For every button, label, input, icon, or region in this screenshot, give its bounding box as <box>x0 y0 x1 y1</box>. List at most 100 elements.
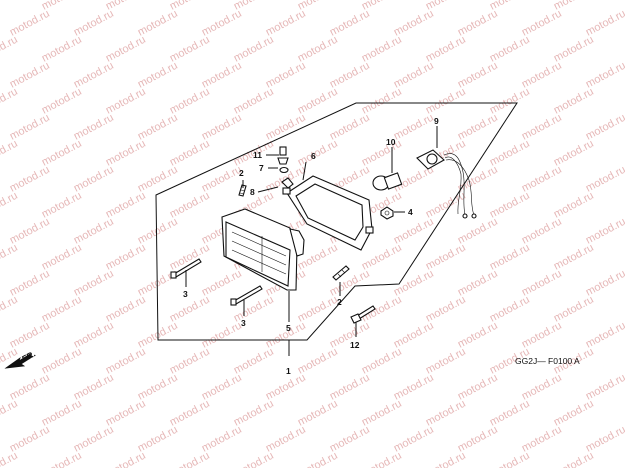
watermark-text: motod.ru <box>520 112 564 143</box>
watermark-text: motod.ru <box>200 424 244 455</box>
watermark-text: motod.ru <box>0 86 20 117</box>
watermark-text: motod.ru <box>264 8 308 39</box>
callout-7: 7 <box>259 163 264 173</box>
watermark-text: motod.ru <box>8 424 52 455</box>
watermark-text: motod.ru <box>488 450 532 468</box>
watermark-text: motod.ru <box>392 112 436 143</box>
callout-8: 8 <box>250 187 255 197</box>
callout-12: 12 <box>350 340 360 350</box>
watermark-text: motod.ru <box>520 60 564 91</box>
watermark-text: motod.ru <box>552 294 596 325</box>
watermark-text: motod.ru <box>360 294 404 325</box>
watermark-text: motod.ru <box>520 320 564 351</box>
watermark-text: motod.ru <box>488 138 532 169</box>
callout-2-upper: 2 <box>239 168 244 178</box>
watermark-text: motod.ru <box>72 8 116 39</box>
watermark-text: motod.ru <box>520 216 564 247</box>
watermark-text: motod.ru <box>264 112 308 143</box>
callout-3-mid: 3 <box>241 318 246 328</box>
watermark-text: motod.ru <box>200 372 244 403</box>
watermark-text: motod.ru <box>488 294 532 325</box>
watermark-text: motod.ru <box>40 34 84 65</box>
watermark-text: motod.ru <box>136 112 180 143</box>
watermark-text: motod.ru <box>488 86 532 117</box>
watermark-text: motod.ru <box>328 8 372 39</box>
watermark-text: motod.ru <box>136 8 180 39</box>
screw-mid-3 <box>230 285 263 306</box>
watermark-text: motod.ru <box>168 138 212 169</box>
watermark-text: motod.ru <box>328 268 372 299</box>
watermark-text: motod.ru <box>328 372 372 403</box>
watermark-text: motod.ru <box>200 320 244 351</box>
watermark-text: motod.ru <box>40 450 84 468</box>
watermark-text: motod.ru <box>8 8 52 39</box>
watermark-text: motod.ru <box>520 268 564 299</box>
leader-lines <box>185 126 438 356</box>
callout-5: 5 <box>286 323 291 333</box>
screw-upper-2 <box>238 184 247 197</box>
watermark-text: motod.ru <box>168 34 212 65</box>
watermark-text: motod.ru <box>40 138 84 169</box>
watermark-text: motod.ru <box>424 190 468 221</box>
watermark-text: motod.ru <box>552 138 596 169</box>
watermark-text: motod.ru <box>424 450 468 468</box>
watermark-text: motod.ru <box>424 346 468 377</box>
watermark-text: motod.ru <box>0 294 20 325</box>
watermark-text: motod.ru <box>488 34 532 65</box>
watermark-text: motod.ru <box>200 164 244 195</box>
watermark-text: motod.ru <box>104 138 148 169</box>
watermark-text: motod.ru <box>392 372 436 403</box>
watermark-text: motod.ru <box>232 398 276 429</box>
watermark-text: motod.ru <box>488 398 532 429</box>
headlight-unit <box>221 208 305 291</box>
front-arrow-icon <box>4 353 33 369</box>
watermark-text: motod.ru <box>0 138 20 169</box>
watermark-text: motod.ru <box>392 424 436 455</box>
watermark-text: motod.ru <box>136 424 180 455</box>
watermark-text: motod.ru <box>392 8 436 39</box>
watermark-text: motod.ru <box>360 346 404 377</box>
watermark-text: motod.ru <box>72 320 116 351</box>
watermark-text: motod.ru <box>360 138 404 169</box>
watermark-text: motod.ru <box>552 86 596 117</box>
mounting-case <box>282 175 374 251</box>
watermark-text: motod.ru <box>424 242 468 273</box>
watermark-text: motod.ru <box>168 450 212 468</box>
watermark-text: motod.ru <box>232 86 276 117</box>
callout-9: 9 <box>434 116 439 126</box>
callout-6: 6 <box>311 151 316 161</box>
watermark-text: motod.ru <box>72 112 116 143</box>
watermark-text: motod.ru <box>552 450 596 468</box>
watermark-text: motod.ru <box>104 190 148 221</box>
watermark-text: motod.ru <box>456 320 500 351</box>
screw-group-top <box>277 146 294 189</box>
watermark-text: motod.ru <box>136 216 180 247</box>
bolt-12 <box>350 305 376 324</box>
diagram-code: GG2J— F0100 A <box>515 356 580 366</box>
watermark-text: motod.ru <box>104 242 148 273</box>
watermark-text: motod.ru <box>456 216 500 247</box>
watermark-text: motod.ru <box>552 398 596 429</box>
watermark-text: motod.ru <box>168 398 212 429</box>
callout-11: 11 <box>253 150 262 160</box>
watermark-text: motod.ru <box>104 86 148 117</box>
watermark-text: motod.ru <box>136 60 180 91</box>
watermark-text: motod.ru <box>8 320 52 351</box>
watermark-text: motod.ru <box>520 372 564 403</box>
watermark-text: motod.ru <box>232 346 276 377</box>
watermark-text: motod.ru <box>296 86 340 117</box>
watermark-text: motod.ru <box>40 190 84 221</box>
watermark-text: motod.ru <box>40 346 84 377</box>
bulb-10 <box>372 172 403 191</box>
watermark-text: motod.ru <box>296 398 340 429</box>
watermark-text: motod.ru <box>360 86 404 117</box>
watermark-text: motod.ru <box>104 34 148 65</box>
watermark-text: motod.ru <box>328 112 372 143</box>
watermark-text: motod.ru <box>392 60 436 91</box>
watermark-text: motod.ru <box>328 60 372 91</box>
watermark-text: motod.ru <box>200 112 244 143</box>
watermark-text: motod.ru <box>392 320 436 351</box>
